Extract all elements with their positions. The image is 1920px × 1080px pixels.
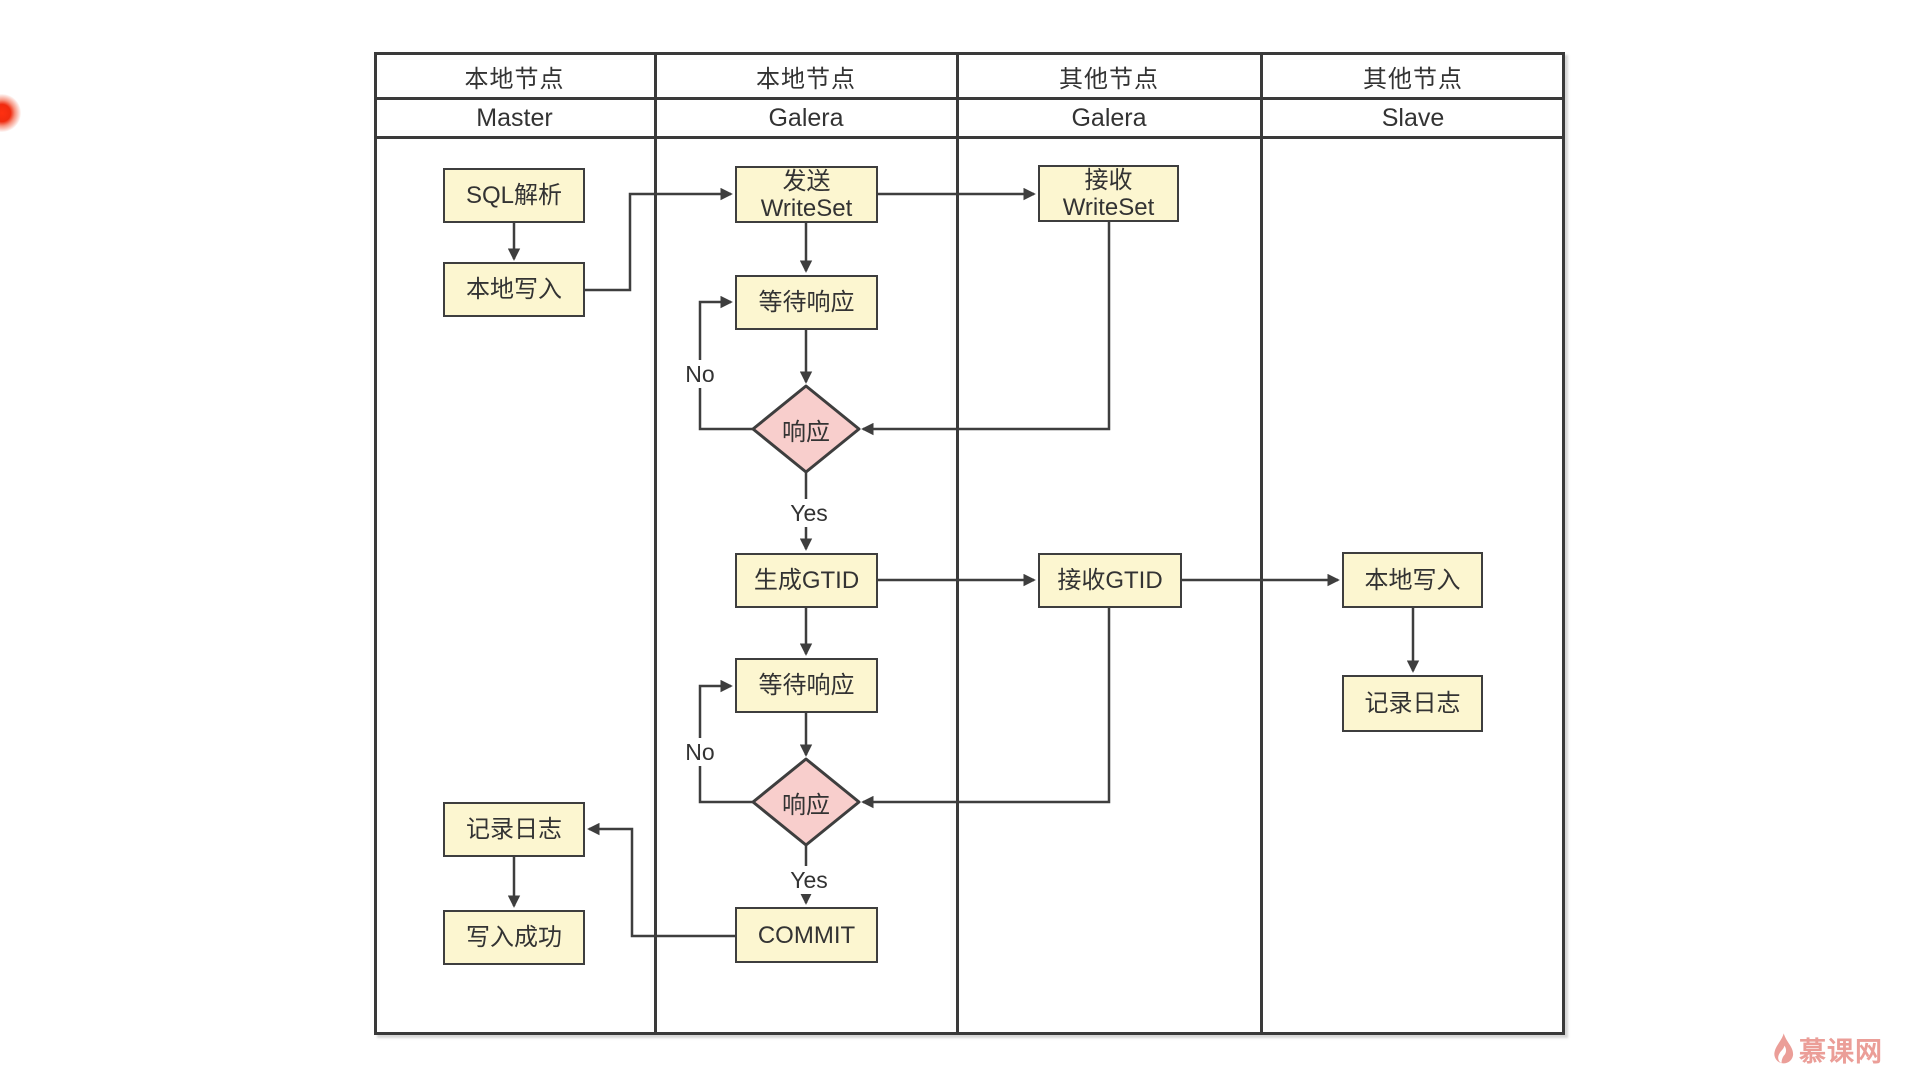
edge-label-yes-1: Yes: [779, 499, 839, 527]
imooc-watermark: 慕课网: [1770, 1030, 1883, 1069]
header-row-divider-1: [374, 97, 1565, 100]
lane-3-role-header: Galera: [1071, 103, 1147, 132]
lane-divider-2: [956, 52, 959, 1035]
lane-3-group-header: 其他节点: [1059, 65, 1159, 93]
flow-node-label: 本地写入: [1364, 566, 1461, 594]
edge-label-no-2: No: [670, 738, 730, 766]
flow-node-sql-parse: SQL解析: [443, 168, 585, 223]
recording-indicator-dot: [0, 94, 21, 132]
imooc-watermark-text: 慕课网: [1799, 1037, 1883, 1067]
flow-node-recv-writeset: 接收 WriteSet: [1038, 165, 1179, 222]
lane-1-role-header: Master: [476, 103, 553, 132]
flow-node-wait-response-2: 等待响应: [735, 658, 878, 713]
flow-node-label: 记录日志: [466, 816, 562, 843]
flow-node-label: 接收GTID: [1057, 567, 1163, 594]
flow-node-log-slave: 记录日志: [1342, 675, 1483, 732]
edge-label-yes-2: Yes: [779, 866, 839, 894]
flow-node-label: 写入成功: [466, 924, 562, 951]
flow-node-generate-gtid: 生成GTID: [735, 553, 878, 608]
flow-node-label: 等待响应: [758, 672, 855, 699]
flow-node-log-master: 记录日志: [443, 802, 585, 857]
flow-node-commit: COMMIT: [735, 907, 878, 963]
lane-2-group-header: 本地节点: [756, 65, 856, 93]
flow-node-send-writeset: 发送 WriteSet: [735, 166, 878, 223]
flow-node-wait-response-1: 等待响应: [735, 275, 878, 330]
lane-1-group-header: 本地节点: [464, 65, 565, 93]
flow-node-label: 发送: [782, 167, 831, 195]
decision-response-2-label: 响应: [782, 791, 830, 819]
flow-node-local-write-slave: 本地写入: [1342, 552, 1483, 608]
flow-node-recv-gtid: 接收GTID: [1038, 553, 1182, 608]
flow-node-label: 记录日志: [1364, 690, 1461, 717]
lane-divider-1: [654, 52, 657, 1035]
flow-node-label: 本地写入: [466, 276, 562, 303]
flow-node-label: WriteSet: [760, 194, 853, 222]
flow-node-label: SQL解析: [465, 182, 563, 209]
flow-node-label: WriteSet: [1062, 193, 1155, 221]
flow-node-label: COMMIT: [757, 921, 856, 949]
lane-4-group-header: 其他节点: [1363, 65, 1463, 93]
lane-4-role-header: Slave: [1381, 103, 1445, 132]
imooc-logo-flame-icon: [1774, 1032, 1794, 1063]
edge-label-no-1: No: [670, 360, 730, 388]
flow-node-write-success: 写入成功: [443, 910, 585, 965]
flow-node-label: 生成GTID: [753, 567, 860, 594]
flow-node-local-write-master: 本地写入: [443, 262, 585, 317]
swimlane-table: [374, 52, 1565, 1035]
lane-2-role-header: Galera: [768, 103, 844, 132]
header-row-divider-2: [374, 136, 1565, 139]
flow-node-label: 接收: [1084, 166, 1133, 194]
flow-node-label: 等待响应: [758, 289, 855, 316]
lane-divider-3: [1260, 52, 1263, 1035]
decision-response-1-label: 响应: [782, 418, 830, 446]
